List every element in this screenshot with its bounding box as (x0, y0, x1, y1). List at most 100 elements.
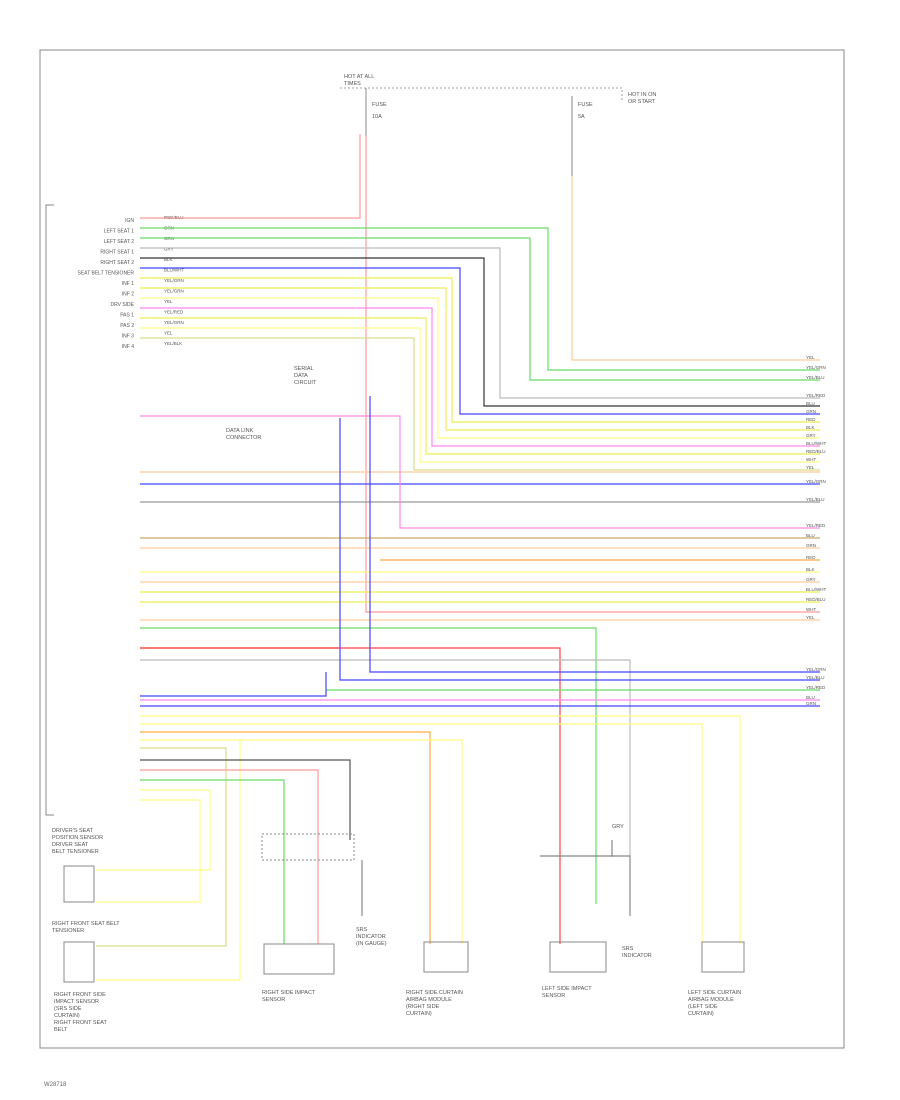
connector-wire-label: BLU (806, 401, 815, 406)
wire (571, 176, 820, 361)
wire (140, 769, 319, 944)
module-pin-label: INF 2 (122, 292, 134, 298)
wire (96, 747, 227, 947)
rear-side-sensor-line-6: BELT (54, 1027, 68, 1033)
right-side-sensor-box (263, 943, 335, 975)
front-seat-belt-line-2: TENSIONER (52, 928, 84, 934)
wire (140, 257, 820, 407)
ignition-fuse-value-1: FUSE (578, 102, 593, 108)
srs-indicator-box (261, 833, 355, 861)
connector-wire-label: GRN (806, 409, 816, 414)
top-fuse-label-1: HOT AT ALL (344, 74, 374, 80)
module-pin-wire-code: YEL/RED (164, 310, 184, 315)
left-curtain-line-1: LEFT SIDE CURTAIN (688, 990, 741, 996)
wire (339, 418, 820, 681)
ignition-fuse-label-2: OR START (628, 99, 656, 105)
front-seat-belt-line-1: RIGHT FRONT SEAT BELT (52, 921, 120, 927)
left-curtain-box (701, 941, 745, 973)
wire (96, 740, 241, 981)
left-indicator-line-1: SRS (622, 946, 634, 952)
wire (140, 307, 820, 447)
wire (140, 237, 820, 381)
connector-wire-label: YEL/GRN (806, 667, 826, 672)
wire (365, 136, 820, 613)
left-indicator-label: SRS INDICATOR (622, 946, 652, 959)
module-pin-label: LEFT SEAT 2 (104, 239, 135, 245)
connector-wire-label: YEL/RED (806, 393, 826, 398)
top-fuse: HOT AT ALL TIMES FUSE 10A (340, 74, 623, 136)
connector-wire-label: RED (806, 555, 816, 560)
front-seat-belt-label: RIGHT FRONT SEAT BELT TENSIONER (52, 921, 120, 934)
connector-wire-label: WHT (806, 607, 816, 612)
wire (96, 799, 201, 903)
connector-wire-label: YEL/BLU (806, 675, 825, 680)
rear-side-sensor-line-5: RIGHT FRONT SEAT (54, 1020, 108, 1026)
connector-wire-label: BLU/WHT (806, 587, 827, 592)
side-impact-sensor-box (63, 941, 95, 983)
right-curtain-line-4: CURTAIN) (406, 1011, 432, 1017)
module-pin-wire-code: YEL/GRN (164, 278, 184, 283)
left-side-sensor-line-1: LEFT SIDE IMPACT (542, 986, 592, 992)
mid-labels: DATA LINK CONNECTOR (226, 428, 261, 441)
connector-wire-label: RED/BLU (806, 449, 826, 454)
center-label-1: SERIAL (294, 366, 314, 372)
module-pin-wire-code: BLK (164, 257, 173, 262)
wire (140, 227, 820, 371)
wire (140, 267, 820, 415)
right-curtain-label: RIGHT SIDE CURTAIN AIRBAG MODULE (RIGHT … (406, 990, 463, 1017)
wire (140, 134, 361, 219)
module-pin-wire-code: YEL/GRN (164, 320, 184, 325)
wire (140, 627, 597, 904)
connector-wire-label: GRN (806, 701, 816, 706)
right-side-sensor-line-1: RIGHT SIDE IMPACT (262, 990, 316, 996)
wire (140, 759, 351, 840)
module-pin-label: IGN (125, 218, 134, 224)
module-pin-wire-code: YEL/GRN (164, 289, 184, 294)
diagram-frame (39, 49, 845, 1049)
connector-wire-label: RED (806, 417, 816, 422)
connector-labels: YELYEL/GRNYEL/BLUYEL/REDBLUGRNREDBLKGRYB… (806, 355, 827, 706)
rear-side-sensor-line-3: (SRS SIDE (54, 1006, 82, 1012)
ignition-fuse-value-2: 5A (578, 114, 585, 120)
tick-mark-label: GRY (612, 824, 624, 830)
module-pin-label: INF 3 (122, 334, 134, 340)
wire (140, 297, 820, 439)
connector-wire-label: WHT (806, 457, 816, 462)
top-fuse-label-2: TIMES (344, 81, 361, 87)
ignition-fuse-label-1: HOT IN ON (628, 92, 656, 98)
wire (140, 327, 820, 463)
srs-indicator-line-1: SRS (356, 927, 368, 933)
top-fuse-value-2: 10A (372, 114, 382, 120)
wire (140, 723, 703, 944)
module-pin-label: SEAT BELT TENSIONER (78, 271, 135, 277)
center-labels: SERIAL DATA CIRCUIT (294, 366, 317, 386)
connector-wire-label: YEL/RED (806, 685, 826, 690)
center-label-2: DATA (294, 373, 308, 379)
left-side-sensor-label: LEFT SIDE IMPACT SENSOR (542, 986, 592, 999)
srs-indicator-line-3: (IN GAUGE) (356, 941, 387, 947)
connector-wire-label: BLU (806, 695, 815, 700)
right-side-sensor-label: RIGHT SIDE IMPACT SENSOR (262, 990, 316, 1003)
connector-wire-label: YEL/RED (806, 523, 826, 528)
connector-wire-label: YEL/GRN (806, 479, 826, 484)
module-pin-label: DRV SIDE (110, 302, 134, 308)
right-curtain-box (423, 941, 469, 973)
mid-label-1: DATA LINK (226, 428, 254, 434)
module-bracket (45, 204, 54, 816)
right-curtain-line-1: RIGHT SIDE CURTAIN (406, 990, 463, 996)
module-pin-label: LEFT SEAT 1 (104, 229, 135, 235)
module-pin-label: RIGHT SEAT 2 (100, 260, 134, 266)
srs-indicator-line-2: INDICATOR (356, 934, 386, 940)
module-pin-label: INF 1 (122, 281, 134, 287)
wire (140, 715, 741, 944)
wire (140, 415, 820, 529)
connector-wire-label: GRN (806, 543, 816, 548)
wire (140, 739, 463, 944)
ignition-fuse: HOT IN ON OR START FUSE 5A (571, 92, 656, 176)
wire (140, 672, 327, 697)
connector-wire-label: YEL (806, 355, 815, 360)
wire (140, 779, 285, 944)
mid-label-2: CONNECTOR (226, 435, 261, 441)
connector-wire-label: YEL (806, 465, 815, 470)
